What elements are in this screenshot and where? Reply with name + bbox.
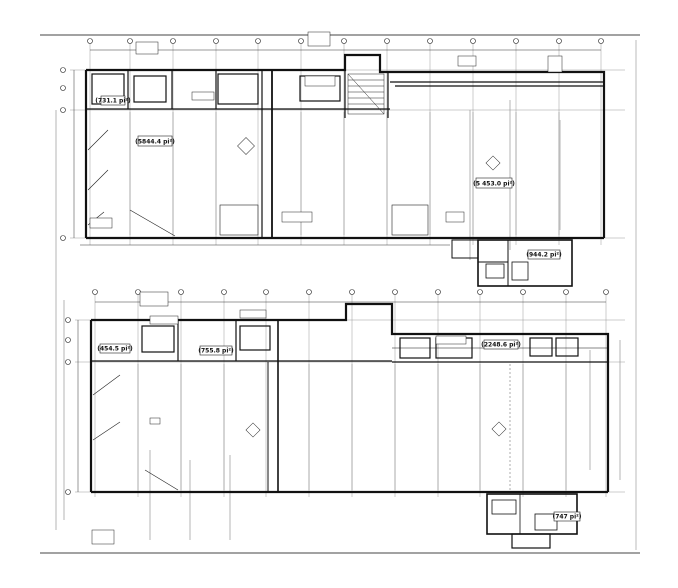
bleed-through-ghost-text: [55, 100, 621, 540]
lower-grid-bubbles: [65, 289, 609, 495]
upper-stair: [347, 73, 385, 115]
lower-interior-walls: [91, 320, 608, 492]
upper-floor-plan: (731.1 pi²) (5844.4 pi²) (5 453.0 pi²) (…: [60, 31, 625, 287]
area-label: (454.5 pi²): [97, 346, 133, 353]
upper-dimensions: [73, 49, 601, 246]
area-label: (747 pi²): [552, 514, 581, 521]
upper-warehouse-bays: [129, 112, 560, 235]
lower-exterior-walls: [89, 302, 610, 494]
lower-area-labels: (454.5 pi²) (755.8 pi²) (2248.6 pi²) (74…: [97, 339, 582, 522]
upper-area-labels: (731.1 pi²) (5844.4 pi²) (5 453.0 pi²) (…: [95, 95, 562, 260]
upper-grid-bubbles: [60, 38, 604, 241]
area-label: (755.8 pi²): [198, 348, 234, 355]
lower-dock-door-swings: [92, 374, 179, 491]
lower-floor-plan: (454.5 pi²) (755.8 pi²) (2248.6 pi²) (74…: [65, 289, 625, 549]
lower-callout-tags: [91, 291, 507, 545]
upper-dock-door-swings: [87, 129, 429, 237]
upper-annex: [451, 239, 573, 287]
upper-interior-walls: [86, 70, 604, 238]
area-label: (944.2 pi²): [526, 252, 562, 259]
upper-callout-tags: [89, 31, 563, 229]
lower-warehouse-bays: [137, 364, 567, 490]
area-label: (5844.4 pi²): [135, 139, 175, 146]
area-label: (731.1 pi²): [95, 98, 131, 105]
lower-dimensions: [77, 301, 606, 492]
area-label: (2248.6 pi²): [481, 342, 521, 349]
area-label: (5 453.0 pi²): [473, 181, 515, 188]
